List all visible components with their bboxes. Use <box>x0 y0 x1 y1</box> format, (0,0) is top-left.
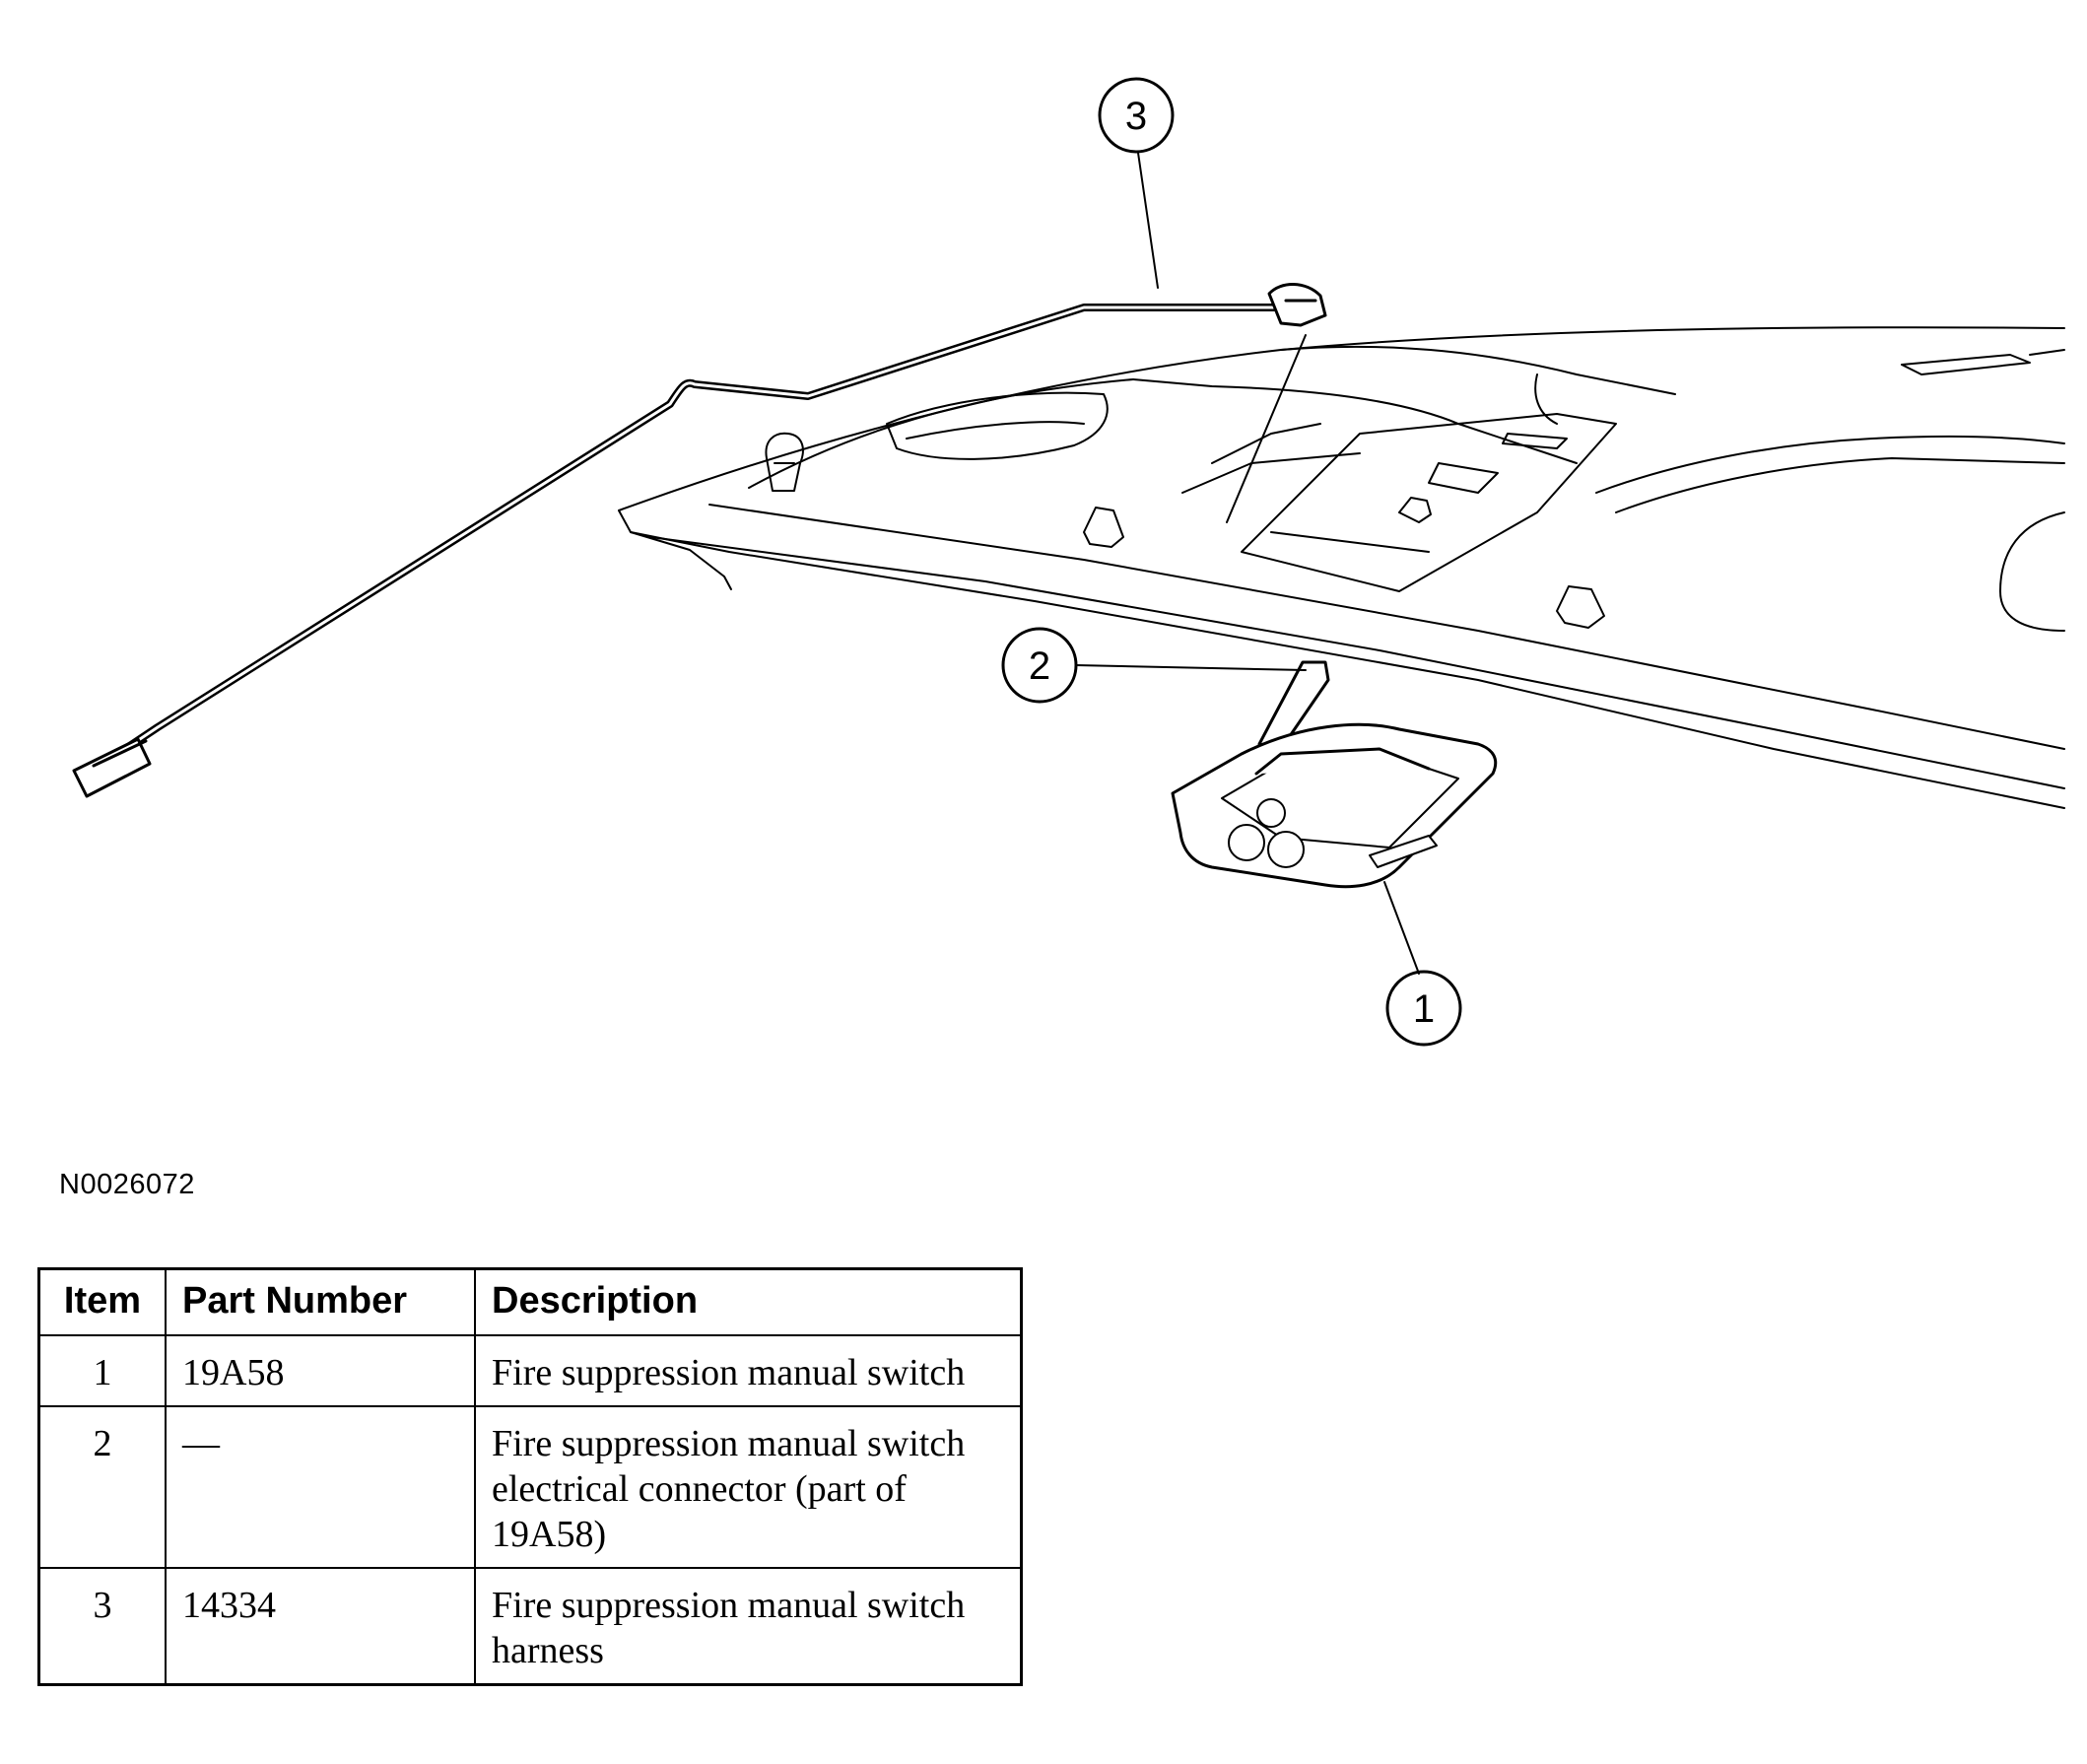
cell-part-number: 14334 <box>165 1567 476 1686</box>
harness-leader <box>1226 334 1307 523</box>
retainer-clip-mid <box>1398 497 1432 523</box>
headliner-panel <box>618 326 2065 809</box>
switch-electrical-connector <box>1257 660 1330 751</box>
cell-part-number: 19A58 <box>165 1334 476 1407</box>
header-description: Description <box>474 1267 1023 1336</box>
cell-item: 3 <box>37 1567 167 1686</box>
cell-item: 1 <box>37 1334 167 1407</box>
callout-leader-3 <box>1137 152 1159 289</box>
retainer-clip-right <box>1556 585 1605 629</box>
callout-label-2: 2 <box>1029 645 1050 688</box>
callout-leader-2 <box>1075 664 1307 671</box>
switch-harness <box>109 304 1280 761</box>
exploded-diagram: 3 2 1 <box>72 77 2065 1047</box>
cell-description: Fire suppression manual switch electrica… <box>474 1405 1023 1569</box>
header-part-number: Part Number <box>165 1267 476 1336</box>
table-row: 2 — Fire suppression manual switch elect… <box>37 1405 1023 1569</box>
table-row: 1 19A58 Fire suppression manual switch <box>37 1334 1023 1407</box>
callout-bubble-1 <box>1385 970 1462 1047</box>
fire-suppression-switch <box>1171 722 1498 889</box>
cell-description: Fire suppression manual switch <box>474 1334 1023 1407</box>
callout-leader-1 <box>1383 881 1420 975</box>
figure-id: N0026072 <box>59 1169 195 1200</box>
table-row: 3 14334 Fire suppression manual switch h… <box>37 1567 1023 1686</box>
callout-label-3: 3 <box>1125 95 1147 138</box>
table-header-row: Item Part Number Description <box>37 1267 1023 1336</box>
callout-bubble-2 <box>1001 627 1078 704</box>
cell-item: 2 <box>37 1405 167 1569</box>
harness-connector-end <box>72 737 152 798</box>
parts-table: Item Part Number Description 1 19A58 Fir… <box>37 1267 1023 1686</box>
header-item: Item <box>37 1267 167 1336</box>
callout-bubble-3 <box>1098 77 1175 154</box>
cell-part-number: — <box>165 1405 476 1569</box>
retainer-clip-left <box>765 432 804 492</box>
harness-connector-top <box>1267 283 1327 327</box>
callout-label-1: 1 <box>1413 987 1435 1031</box>
cell-description: Fire suppression manual switch harness <box>474 1567 1023 1686</box>
retainer-clip-center <box>1083 507 1124 548</box>
